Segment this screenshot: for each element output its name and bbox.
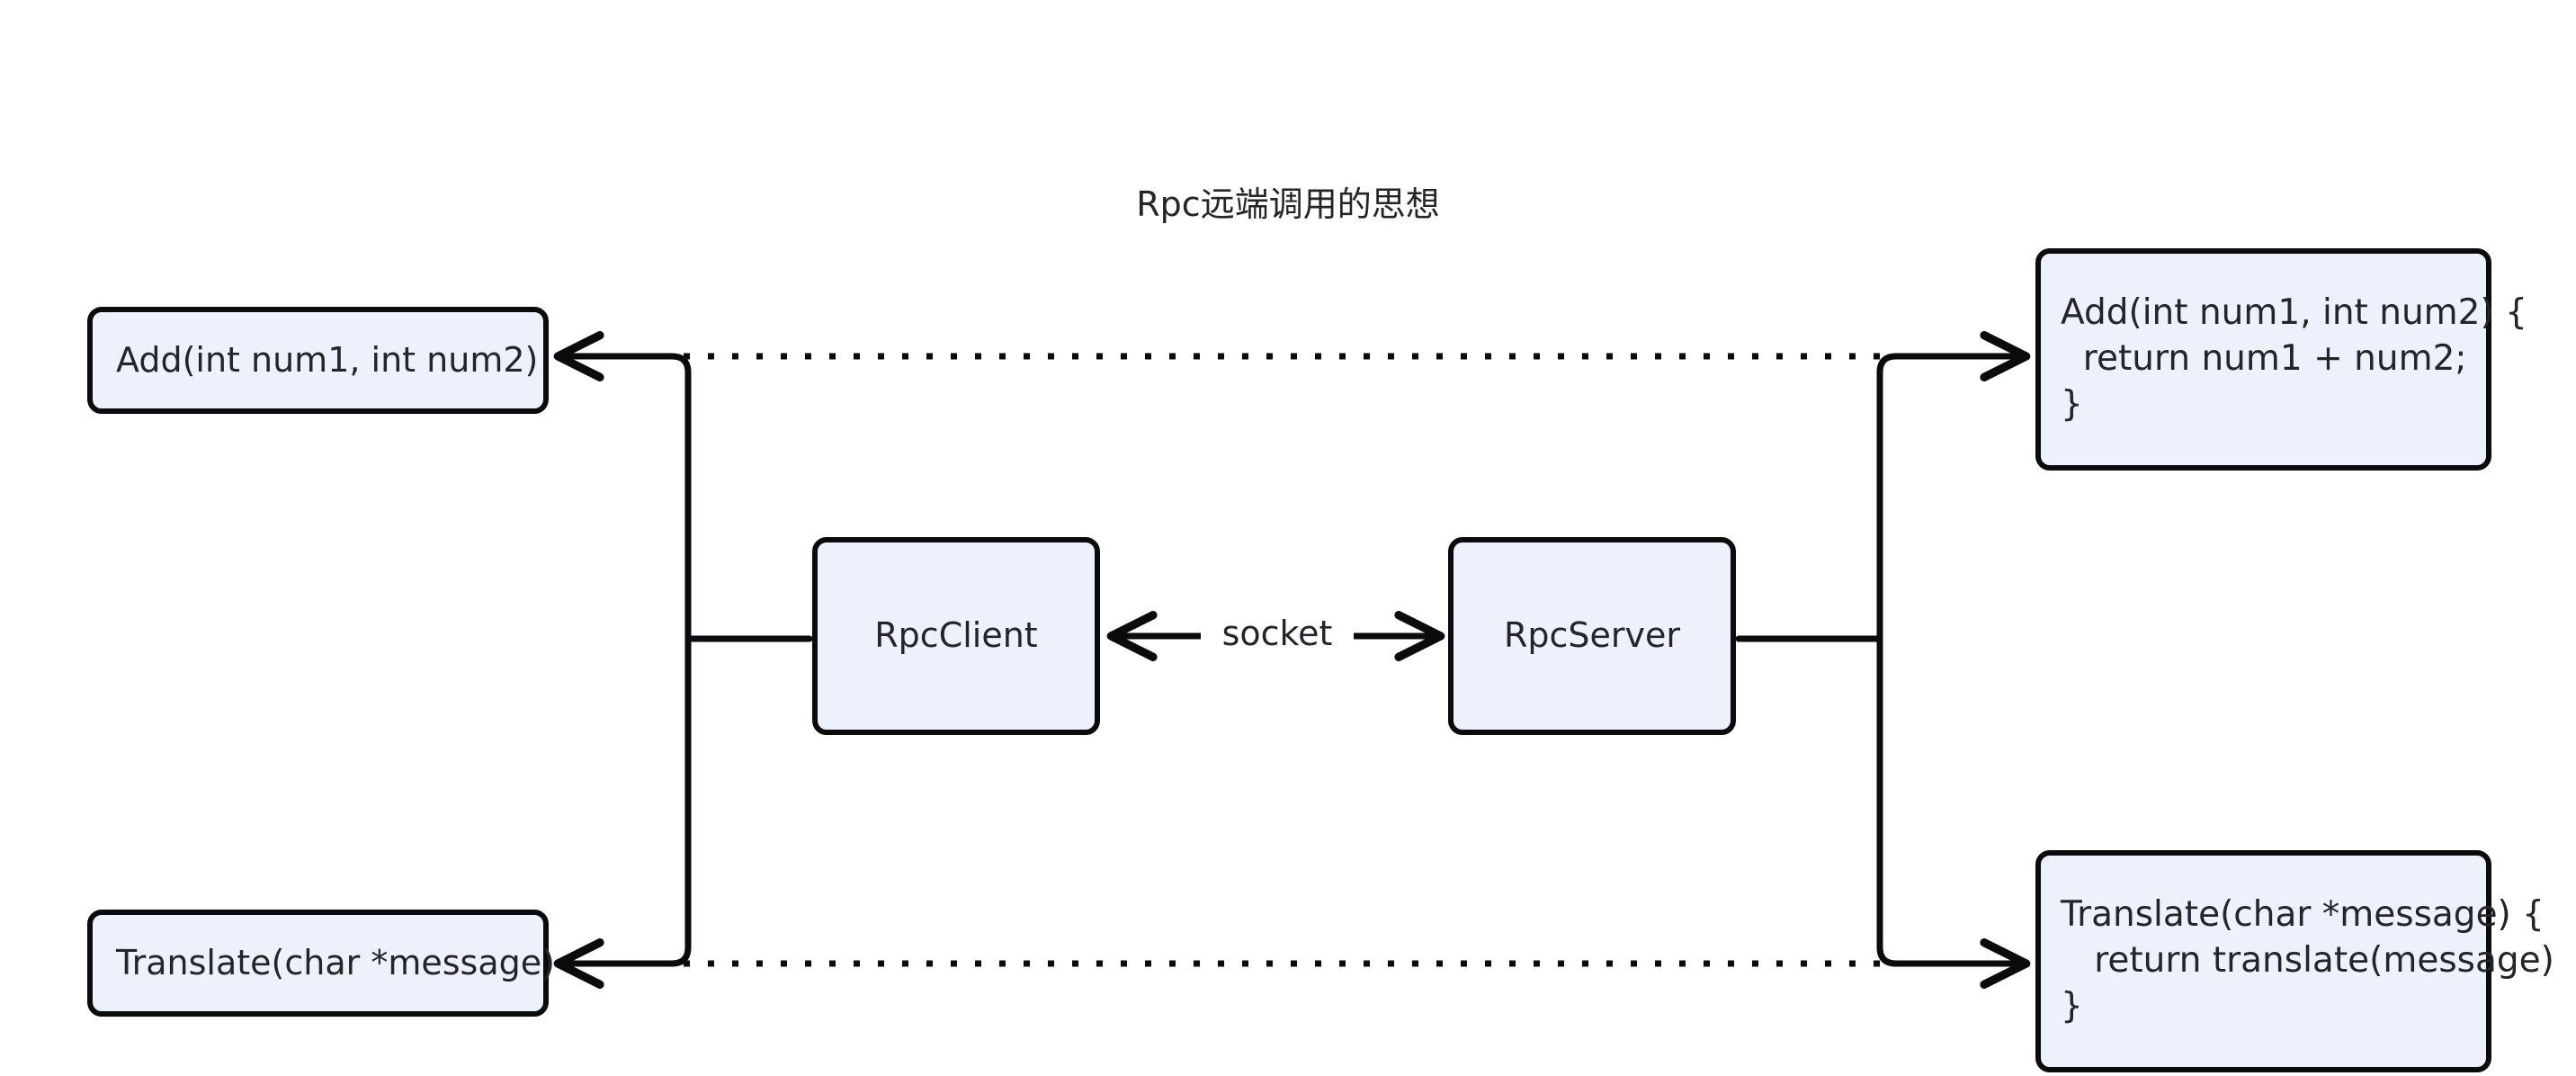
node-translate-implementation[interactable]: Translate(char *message) { return transl… xyxy=(2035,850,2554,1072)
node-rpc-client[interactable]: RpcClient xyxy=(812,537,1100,735)
diagram-title: Rpc远端调用的思想 xyxy=(1136,184,1440,224)
node-add-implementation[interactable]: Add(int num1, int num2) { return num1 + … xyxy=(2035,248,2527,471)
edge-server-to-add-impl xyxy=(1876,331,2031,642)
node-rpc-server-label: RpcServer xyxy=(1503,615,1681,656)
edge-client-to-add-decl xyxy=(553,331,692,642)
node-add-implementation-label: Add(int num1, int num2) { return num1 + … xyxy=(2061,292,2527,425)
node-add-declaration[interactable]: Add(int num1, int num2) xyxy=(87,307,549,414)
node-add-declaration-label: Add(int num1, int num2) xyxy=(116,339,539,380)
node-translate-implementation-label: Translate(char *message) { return transl… xyxy=(2061,894,2554,1027)
node-rpc-client-label: RpcClient xyxy=(874,615,1038,656)
edge-client-to-translate-decl xyxy=(553,635,692,989)
node-translate-declaration-label: Translate(char *message) xyxy=(116,942,555,982)
node-translate-declaration[interactable]: Translate(char *message) xyxy=(87,910,555,1017)
edge-server-to-translate-impl xyxy=(1876,635,2031,989)
node-rpc-server[interactable]: RpcServer xyxy=(1448,537,1736,735)
edge-label-socket: socket xyxy=(1205,614,1349,653)
